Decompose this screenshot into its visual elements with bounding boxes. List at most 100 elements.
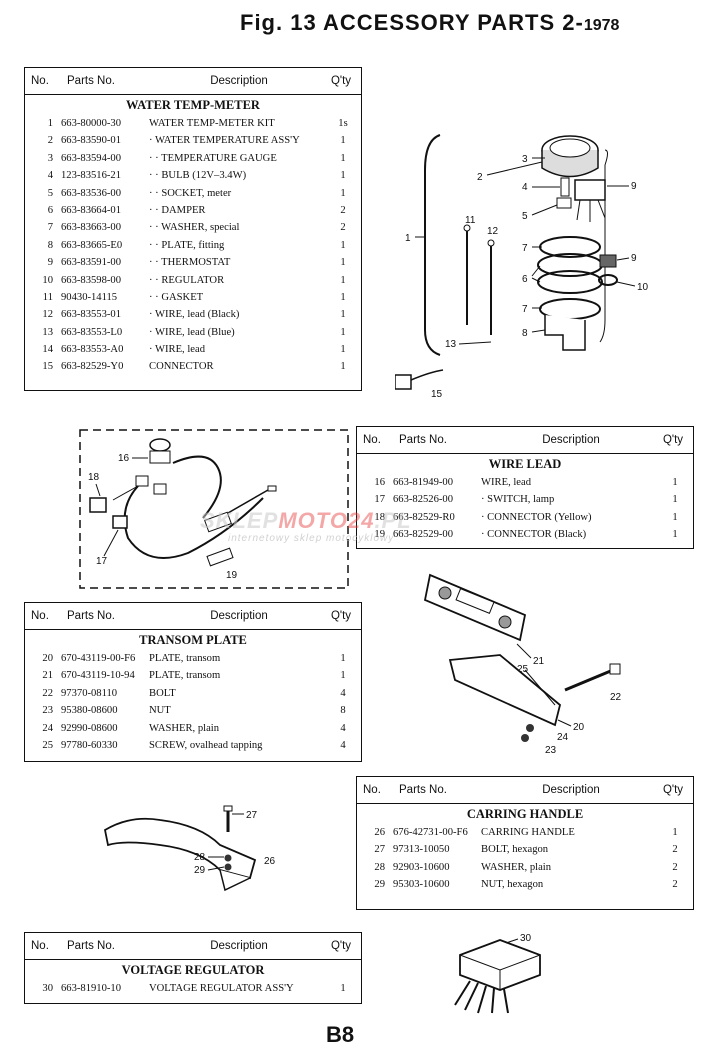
quantity: 1 xyxy=(340,309,346,321)
quantity: 4 xyxy=(340,687,346,699)
part-number: 97313-10050 xyxy=(393,844,450,856)
callout-5: 5 xyxy=(522,211,528,222)
part-description: · WIRE, lead (Black) xyxy=(149,309,240,321)
title-year: 1978 xyxy=(583,17,620,34)
part-number: 97370-08110 xyxy=(61,687,118,699)
quantity: 8 xyxy=(340,705,346,717)
part-number: 663-83663-00 xyxy=(61,222,122,234)
row-number: 26 xyxy=(374,827,385,838)
part-number: 670-43119-10-94 xyxy=(61,670,135,682)
callout-13: 12 xyxy=(487,226,499,237)
figure-transom-plate: 21 25 22 20 24 23 xyxy=(423,573,622,756)
part-description: · · WASHER, special xyxy=(149,222,240,234)
part-number: 663-83598-00 xyxy=(61,274,122,286)
row-number: 16 xyxy=(374,477,385,488)
part-number: 663-81910-10 xyxy=(61,983,122,994)
section-title: TRANSOM PLATE xyxy=(139,633,247,647)
part-description: · · PLATE, fitting xyxy=(149,239,225,251)
callout-11: 10 xyxy=(637,282,649,293)
header-parts: Parts No. xyxy=(67,610,115,622)
row-number: 3 xyxy=(47,152,53,164)
part-description: · · SOCKET, meter xyxy=(149,187,232,199)
part-number: 663-83553-01 xyxy=(61,309,122,321)
part-number: 663-82529-R0 xyxy=(393,511,455,523)
callout-23: 23 xyxy=(545,745,557,756)
quantity: 1 xyxy=(340,239,346,251)
quantity: 2 xyxy=(672,879,678,891)
row-number: 25 xyxy=(42,739,53,751)
callout-15: 15 xyxy=(431,389,443,400)
callout-22: 22 xyxy=(610,692,622,703)
header-parts: Parts No. xyxy=(67,940,115,952)
part-number: 663-81949-00 xyxy=(393,477,454,488)
callout-16: 16 xyxy=(118,453,130,464)
quantity: 1 xyxy=(340,187,346,199)
part-description: BOLT xyxy=(149,687,176,699)
callout-14: 13 xyxy=(445,339,457,350)
part-number: 663-83664-01 xyxy=(61,204,122,216)
row-number: 15 xyxy=(42,361,53,373)
page-title: Fig. 13 ACCESSORY PARTS 2-1978 xyxy=(240,10,700,36)
row-number: 20 xyxy=(42,653,53,664)
row-number: 30 xyxy=(42,983,53,994)
header-parts: Parts No. xyxy=(399,784,447,796)
header-parts: Parts No. xyxy=(67,75,115,87)
header-qty: Q'ty xyxy=(330,75,352,87)
callout-7a: 7 xyxy=(522,243,528,254)
quantity: 2 xyxy=(340,222,346,234)
callout-20: 20 xyxy=(573,722,585,733)
part-description: · · TEMPERATURE GAUGE xyxy=(149,152,277,164)
header-no: No. xyxy=(363,784,381,796)
callout-6: 6 xyxy=(522,274,528,285)
quantity: 1 xyxy=(340,326,346,338)
callout-21: 21 xyxy=(533,656,545,667)
part-description: · · THERMOSTAT xyxy=(149,257,231,269)
part-description: WASHER, plain xyxy=(481,861,552,873)
part-number: 676-42731-00-F6 xyxy=(393,827,468,838)
quantity: 1 xyxy=(340,653,346,664)
quantity: 1 xyxy=(672,529,678,541)
row-number: 4 xyxy=(47,170,53,182)
header-parts: Parts No. xyxy=(399,434,447,446)
part-description: · WATER TEMPERATURE ASS'Y xyxy=(149,135,300,147)
part-number: 670-43119-00-F6 xyxy=(61,653,136,664)
part-number: 90430-14115 xyxy=(61,291,118,303)
part-description: WATER TEMP-METER KIT xyxy=(149,118,275,129)
quantity: 4 xyxy=(340,739,346,751)
header-qty: Q'ty xyxy=(662,784,684,796)
row-number: 19 xyxy=(374,529,385,541)
quantity: 1 xyxy=(340,670,346,682)
part-number: 663-82529-Y0 xyxy=(61,361,124,373)
row-number: 2 xyxy=(47,135,53,147)
row-number: 28 xyxy=(374,861,385,873)
header-no: No. xyxy=(31,940,49,952)
part-number: 663-83553-L0 xyxy=(61,326,123,338)
part-description: · CONNECTOR (Black) xyxy=(481,529,587,541)
header-qty: Q'ty xyxy=(330,610,352,622)
part-description: CARRING HANDLE xyxy=(481,827,575,838)
callout-29: 29 xyxy=(194,865,206,876)
header-desc: Description xyxy=(210,940,268,952)
callout-19: 19 xyxy=(226,570,238,581)
watermark-logo: SKLEPMOTO24.PL xyxy=(200,508,412,533)
header-desc: Description xyxy=(210,610,268,622)
part-description: CONNECTOR xyxy=(149,361,214,373)
quantity: 1 xyxy=(340,344,346,356)
part-number: 663-83594-00 xyxy=(61,152,122,164)
page-number: B8 xyxy=(326,1022,355,1047)
part-number: 123-83516-21 xyxy=(61,170,122,182)
